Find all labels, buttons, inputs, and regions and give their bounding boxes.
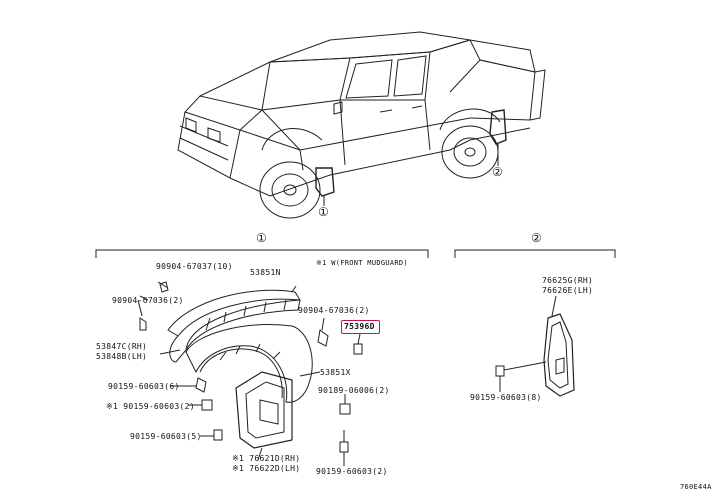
part-label-90904-67037[interactable]: 90904-67037(10) — [156, 262, 233, 271]
part-label-53851x[interactable]: 53851X — [320, 368, 351, 377]
section-1-heading: ① — [256, 231, 267, 245]
callout-1-on-truck: ① — [318, 205, 329, 219]
front-mudguard-note: ※1 W(FRONT MUDGUARD) — [316, 259, 408, 267]
part-label-76622d[interactable]: ※1 76622D(LH) — [232, 464, 301, 473]
part-label-90189-06006[interactable]: 90189-06006(2) — [318, 386, 390, 395]
part-label-90159-60603-8[interactable]: 90159-60603(8) — [470, 393, 542, 402]
part-label-76621d[interactable]: ※1 76621D(RH) — [232, 454, 301, 463]
part-label-90904-67036-right[interactable]: 90904-67036(2) — [298, 306, 370, 315]
part-label-90904-67036-left[interactable]: 90904-67036(2) — [112, 296, 184, 305]
part-label-90159-60603-2[interactable]: ※1 90159-60603(2) — [106, 402, 195, 411]
truck-illustration — [177, 31, 546, 219]
part-label-75396d[interactable]: 75396D — [344, 322, 375, 331]
part-label-53851n[interactable]: 53851N — [250, 268, 281, 277]
part-label-53848b[interactable]: 53848B(LH) — [96, 352, 148, 361]
fender-flare-drawing — [167, 289, 313, 449]
part-label-90159-60603-6[interactable]: 90159-60603(6) — [108, 382, 180, 391]
callout-2-on-truck: ② — [492, 165, 503, 179]
section-1-bracket — [95, 249, 429, 258]
highlight-box — [341, 320, 380, 334]
section-2-bracket — [454, 249, 616, 258]
part-label-76625g[interactable]: 76625G(RH) — [542, 276, 594, 285]
part-label-76626e[interactable]: 76626E(LH) — [542, 286, 594, 295]
section-2-heading: ② — [531, 231, 542, 245]
figure-id: 760E44A — [680, 483, 712, 491]
fasteners-section-1 — [137, 281, 363, 466]
rear-mudguard-drawing — [495, 295, 575, 397]
part-label-90159-60603-2b[interactable]: 90159-60603(2) — [316, 467, 388, 476]
part-label-90159-60603-5[interactable]: 90159-60603(5) — [130, 432, 202, 441]
part-label-53847c[interactable]: 53847C(RH) — [96, 342, 148, 351]
